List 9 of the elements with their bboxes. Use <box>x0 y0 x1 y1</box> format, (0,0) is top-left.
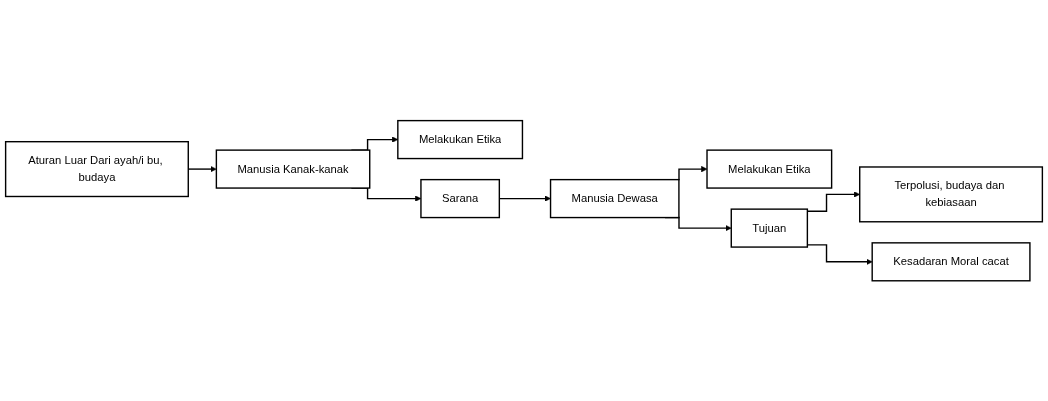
node-box: Terpolusi, budaya dan kebiasaan <box>859 166 1044 223</box>
node-box: Tujuan <box>730 208 809 248</box>
node-box: Manusia Dewasa <box>549 178 680 219</box>
node-box: Melakukan Etika <box>397 119 524 160</box>
node-box: Sarana <box>420 178 501 219</box>
node-box: Kesadaran Moral cacat <box>871 241 1031 282</box>
node-box: Manusia Kanak-kanak <box>215 149 371 189</box>
node-box: Melakukan Etika <box>706 149 833 189</box>
node-box: Aturan Luar Dari ayah/i bu, budaya <box>4 140 189 197</box>
